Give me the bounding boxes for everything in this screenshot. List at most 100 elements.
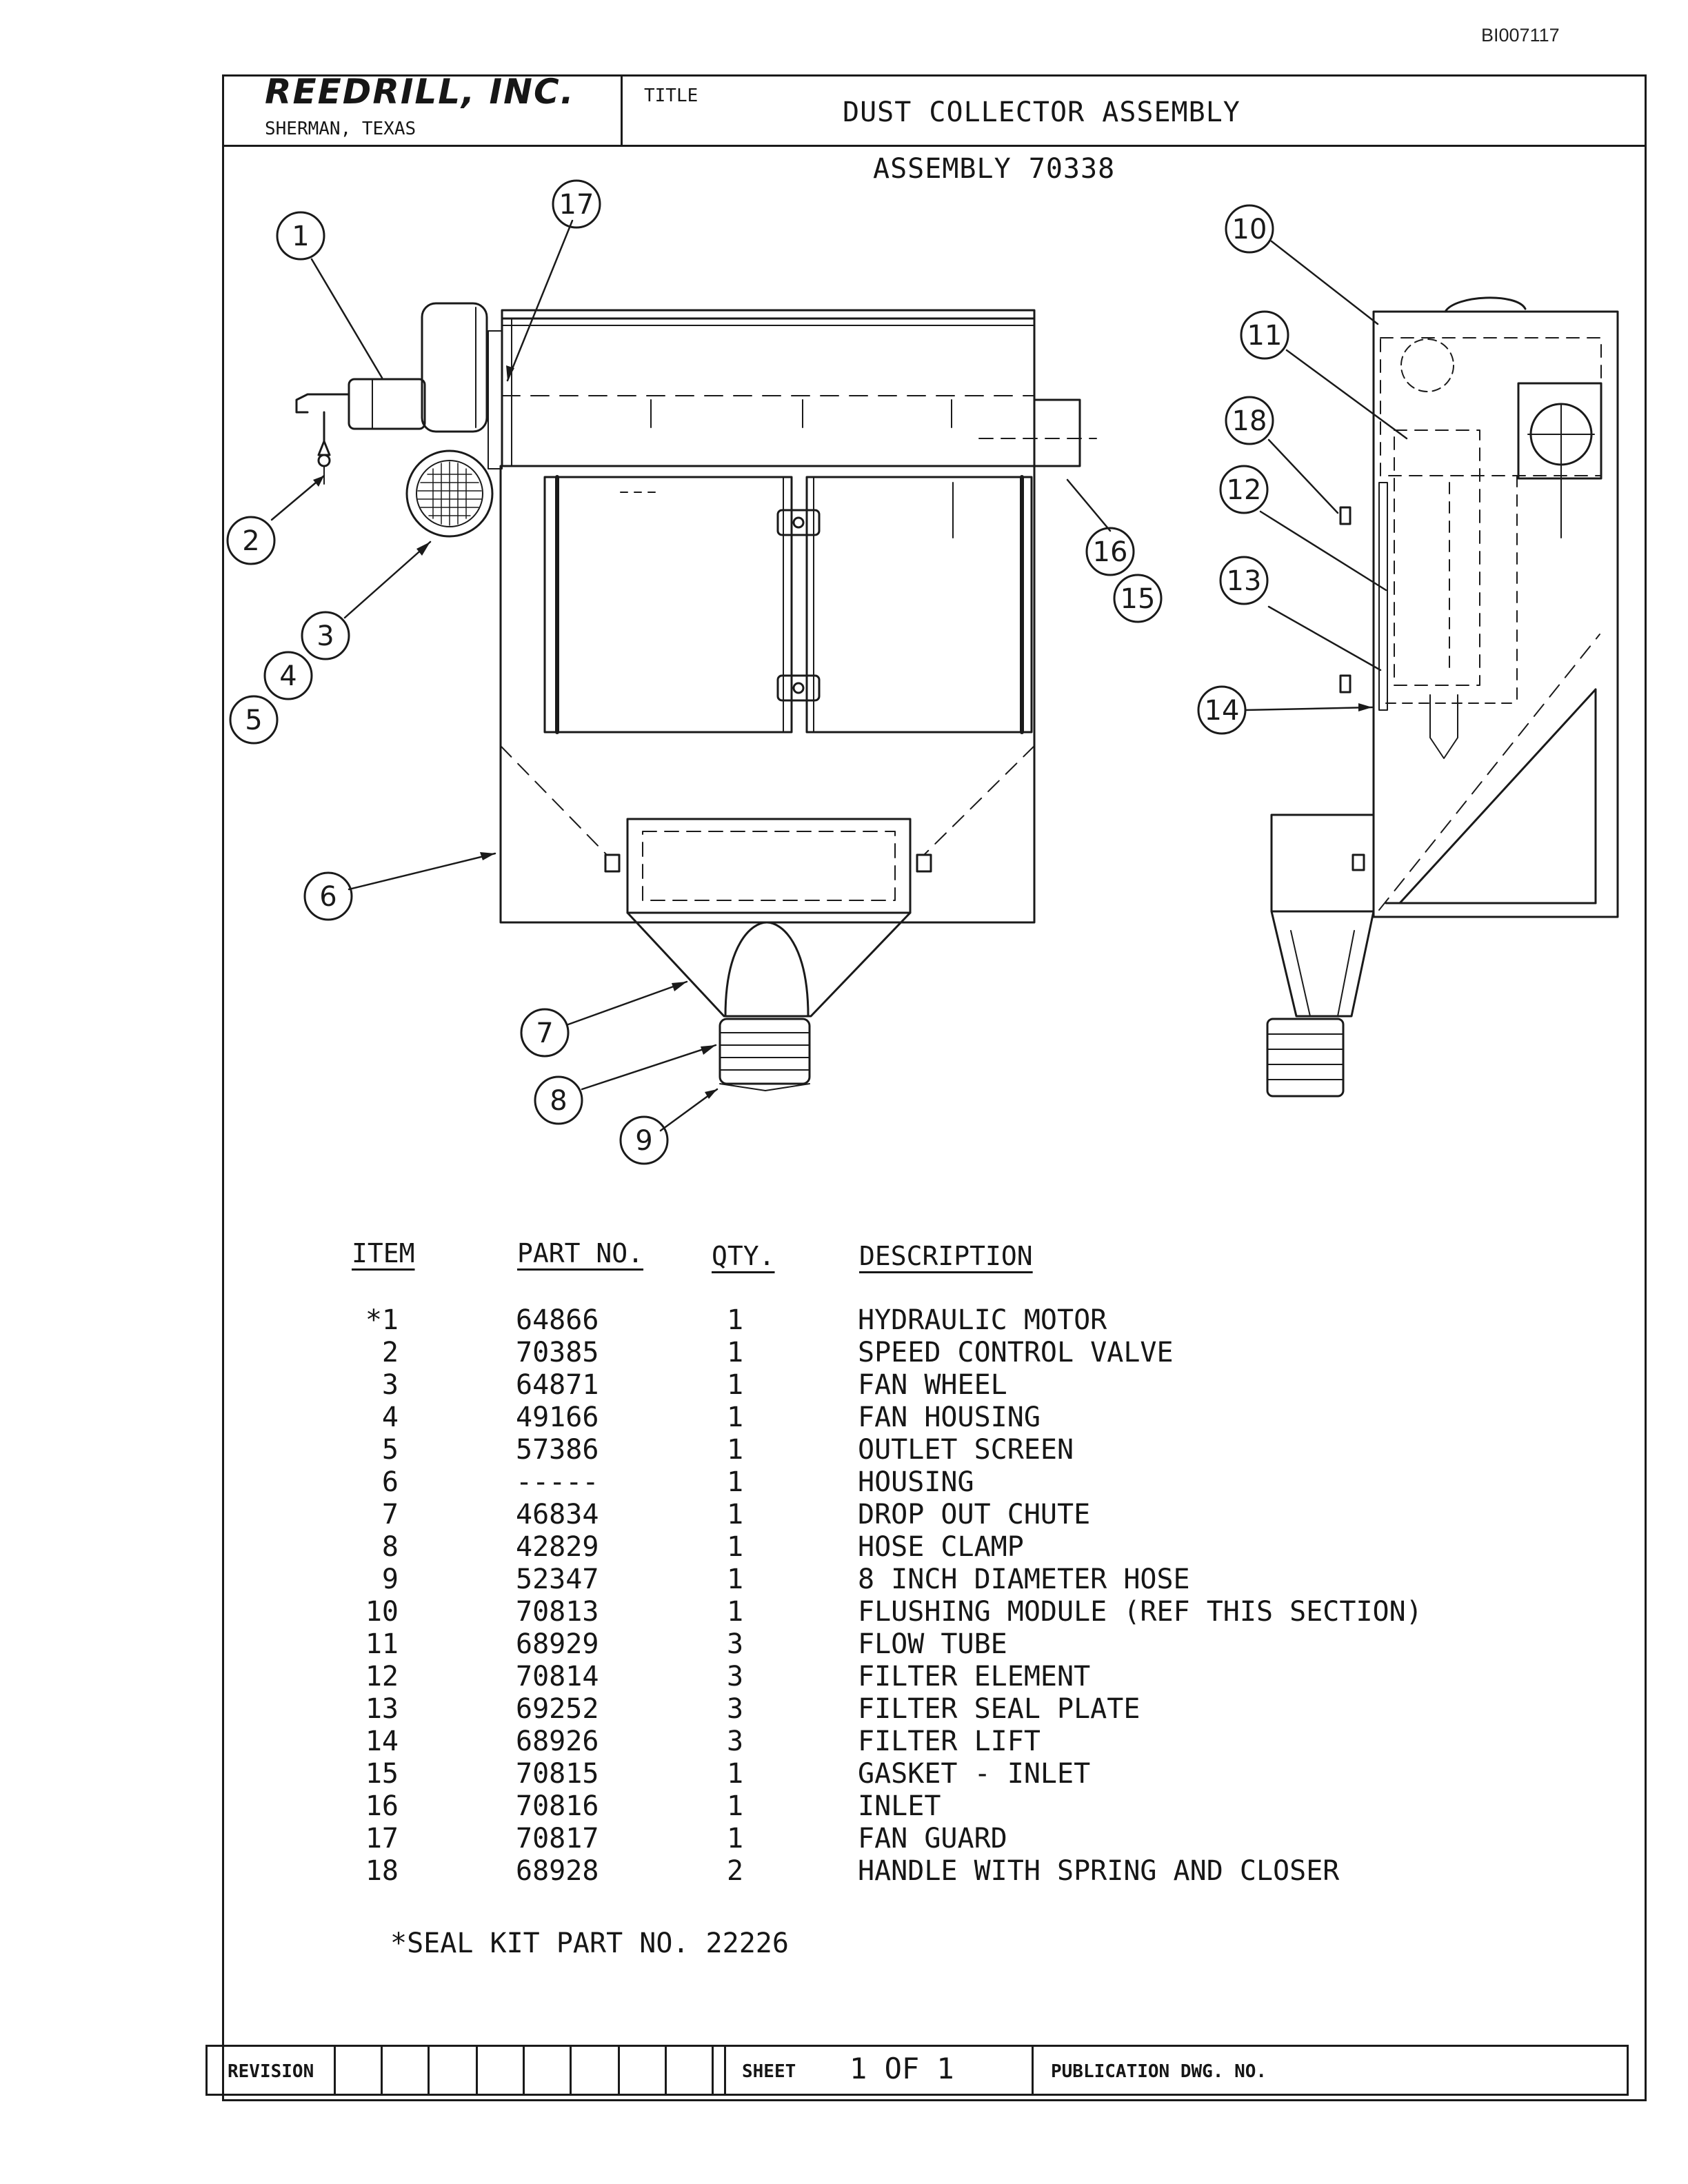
quantity: 1 [727,1499,744,1530]
part-number: 70813 [516,1596,599,1628]
revision-cell-divider [665,2045,667,2096]
item-number: 17 [365,1823,399,1854]
item-number: 5 [381,1434,399,1466]
callout-balloon-7 [520,1008,570,1058]
part-number: 57386 [516,1434,599,1466]
part-number: 69252 [516,1693,599,1725]
revision-label: REVISION [228,2061,314,2082]
callout-label-18: 18 [1232,405,1267,437]
callout-label-17: 17 [559,189,594,221]
callout-balloon-13 [1219,556,1269,605]
item-number: 12 [365,1661,399,1692]
part-number: 70815 [516,1758,599,1790]
quantity: 1 [727,1790,744,1822]
inlet-tube [1033,398,1081,467]
callout-balloon-18 [1225,396,1274,445]
housing-body [499,465,1036,924]
part-number: 42829 [516,1531,599,1563]
item-number: 15 [365,1758,399,1790]
description: HANDLE WITH SPRING AND CLOSER [858,1855,1340,1887]
description: FLOW TUBE [858,1628,1007,1660]
description: FLUSHING MODULE (REF THIS SECTION) [858,1596,1423,1628]
item-number: 8 [381,1531,399,1563]
callout-label-14: 14 [1205,695,1240,727]
callout-balloon-11 [1240,310,1289,360]
part-number: 64871 [516,1369,599,1401]
quantity: 1 [727,1434,744,1466]
callout-label-3: 3 [316,620,334,652]
item-number: 3 [381,1369,399,1401]
callout-balloon-1 [276,211,325,261]
item-number: 4 [381,1402,399,1433]
revision-cell-divider [618,2045,620,2096]
item-number: 7 [381,1499,399,1530]
item-number: 2 [381,1337,399,1368]
revision-cell-divider [334,2045,336,2096]
part-number: 52347 [516,1564,599,1595]
callout-balloon-6 [303,871,353,921]
part-number: 68928 [516,1855,599,1887]
callout-balloon-3 [301,611,350,660]
revision-cell-divider [428,2045,430,2096]
description: GASKET - INLET [858,1758,1091,1790]
callout-label-10: 10 [1232,214,1267,245]
quantity: 1 [727,1337,744,1368]
revision-cell-divider [712,2045,714,2096]
side-view-housing [1372,310,1619,918]
item-number: 10 [365,1596,399,1628]
item-number: 11 [365,1628,399,1660]
callout-balloon-9 [619,1115,669,1165]
item-number: 6 [381,1466,399,1498]
title-block-divider [222,145,1647,147]
quantity: 1 [727,1304,744,1336]
item-number: 14 [365,1726,399,1757]
publication-cell-divider [1032,2045,1034,2096]
side-view-filter [1394,429,1480,686]
part-number: 70816 [516,1790,599,1822]
part-number: 46834 [516,1499,599,1530]
description: FAN WHEEL [858,1369,1007,1401]
description: HOUSING [858,1466,974,1498]
sheet-cell-divider [724,2045,726,2096]
outlet-screen [405,449,494,538]
column-header-qty: QTY. [712,1241,775,1271]
side-view-hose [1266,1018,1345,1098]
callout-balloon-14 [1197,685,1247,735]
column-header-description: DESCRIPTION [859,1241,1033,1271]
description: 8 INCH DIAMETER HOSE [858,1564,1190,1595]
part-number: ----- [516,1466,599,1498]
description: HYDRAULIC MOTOR [858,1304,1107,1336]
callout-balloon-2 [226,516,276,565]
item-number: *1 [365,1304,399,1336]
callout-balloon-16 [1085,527,1135,576]
parts-table: *1 64866 1 HYDRAULIC MOTOR 2 70385 1 SPE… [0,1304,1688,1911]
quantity: 3 [727,1693,744,1725]
revision-cell-divider [570,2045,572,2096]
description: FAN HOUSING [858,1402,1041,1433]
quantity: 1 [727,1402,744,1433]
callout-balloon-8 [534,1075,583,1125]
quantity: 1 [727,1531,744,1563]
filter-panel-left [543,476,793,734]
callout-balloon-15 [1113,574,1163,623]
quantity: 1 [727,1369,744,1401]
callout-label-16: 16 [1093,536,1128,568]
callout-balloon-5 [229,695,279,745]
quantity: 1 [727,1823,744,1854]
callout-label-6: 6 [319,881,336,913]
callout-balloon-17 [552,179,601,229]
quantity: 1 [727,1564,744,1595]
callout-label-7: 7 [536,1018,553,1049]
description: HOSE CLAMP [858,1531,1024,1563]
sheet-label: SHEET [742,2061,796,2082]
callout-label-5: 5 [245,705,262,736]
callout-label-8: 8 [550,1085,567,1117]
column-header-item: ITEM [352,1238,415,1268]
seal-kit-note: *SEAL KIT PART NO. 22226 [390,1928,789,1959]
callout-balloon-12 [1219,465,1269,514]
quantity: 1 [727,1466,744,1498]
drop-out-chute-box [626,818,912,914]
callout-label-1: 1 [292,221,309,252]
housing-top [501,309,1036,467]
callout-label-15: 15 [1121,583,1156,615]
